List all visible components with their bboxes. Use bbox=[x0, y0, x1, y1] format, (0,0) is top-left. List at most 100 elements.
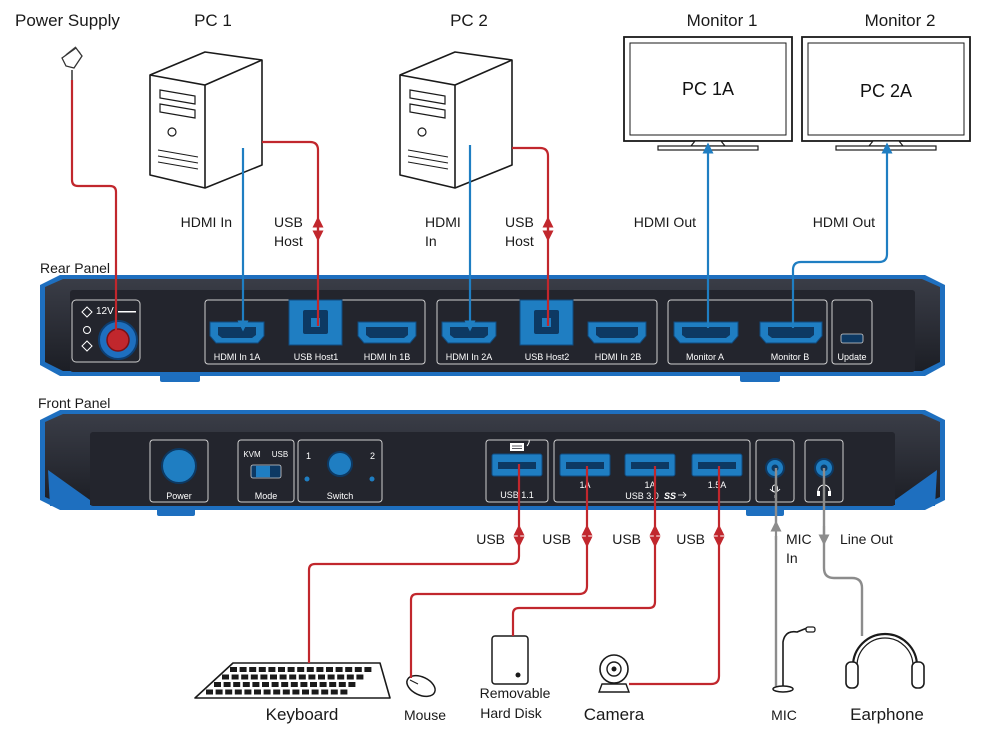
mouse-cable bbox=[409, 466, 589, 678]
keyboard-key bbox=[302, 689, 309, 695]
keyboard-key bbox=[326, 667, 333, 672]
keyboard-key bbox=[225, 689, 233, 695]
camera-cable bbox=[629, 466, 721, 686]
cables bbox=[70, 80, 893, 686]
usb-host2-port: USB Host2 bbox=[519, 299, 574, 362]
hdmi-in-1a-label: HDMI In 1A bbox=[214, 352, 261, 362]
disk-label-line1: Removable bbox=[480, 685, 551, 701]
line-out-label: Line Out bbox=[840, 531, 893, 547]
keyboard-key bbox=[223, 682, 231, 687]
usb-host2-label: USB Host2 bbox=[525, 352, 570, 362]
diagram-labels: Power Supply PC 1 PC 2 Monitor 1 Monitor… bbox=[15, 11, 935, 724]
keyboard-key bbox=[289, 674, 297, 680]
mode-switch[interactable]: KVM USB Mode bbox=[237, 439, 295, 503]
line-out-cable bbox=[822, 468, 864, 636]
usb30-label: USB 3.0 bbox=[625, 491, 659, 501]
hdmi-in-1a-port: HDMI In 1A bbox=[209, 321, 265, 362]
keyboard-key bbox=[278, 667, 285, 672]
monitor1-screen-text: PC 1A bbox=[682, 79, 734, 99]
keyboard-key bbox=[252, 682, 260, 687]
hdmi-out-2-label: HDMI Out bbox=[813, 214, 875, 230]
keyboard-key bbox=[233, 682, 241, 687]
earphone-label: Earphone bbox=[850, 705, 924, 724]
keyboard-key bbox=[340, 689, 348, 695]
keyboard-key bbox=[230, 667, 237, 672]
keyboard-key bbox=[335, 667, 343, 672]
usb-trident-icon bbox=[678, 491, 687, 499]
camera-icon bbox=[597, 654, 631, 693]
usb11-port: USB 1.1 bbox=[485, 439, 549, 503]
hdmi-in-2a-port: HDMI In 2A bbox=[441, 321, 497, 362]
disk-cable bbox=[511, 466, 657, 636]
mic-in-label-line1: MIC bbox=[786, 531, 812, 547]
pc1-hdmi-in-label: HDMI In bbox=[181, 214, 232, 230]
monitor-a-port: Monitor A bbox=[673, 321, 739, 362]
keyboard-key bbox=[354, 667, 362, 672]
mic-label: MIC bbox=[771, 707, 797, 723]
keyboard-icon bbox=[194, 662, 391, 699]
mouse-icon bbox=[406, 674, 436, 698]
keyboard-key bbox=[249, 667, 257, 672]
pc2-host-label: Host bbox=[505, 233, 534, 249]
power-rating-label: 12V bbox=[96, 306, 114, 317]
usb30-port-group: 1A 1A 1.5A USB 3.0 SS bbox=[553, 439, 751, 503]
keyboard-key bbox=[298, 674, 306, 680]
power-cable bbox=[70, 80, 122, 346]
hdmi-in-2b-port: HDMI In 2B bbox=[587, 321, 647, 362]
keyboard-key bbox=[258, 667, 266, 672]
keyboard-key bbox=[348, 682, 356, 687]
mode-kvm-label: KVM bbox=[243, 450, 261, 459]
disk-usb-label: USB bbox=[612, 531, 641, 547]
keyboard-key bbox=[287, 667, 295, 672]
power-label: Power bbox=[166, 491, 192, 501]
rear-panel: 12V HDMI In 1A USB Host1 HDMI In 1B bbox=[40, 275, 945, 382]
earphone-icon bbox=[845, 632, 925, 689]
pc1-usb-cable bbox=[262, 140, 320, 326]
keyboard-key bbox=[364, 667, 372, 672]
keyboard-key bbox=[308, 674, 316, 680]
usb11-label: USB 1.1 bbox=[500, 490, 534, 500]
keyboard-key bbox=[222, 674, 229, 680]
keyboard-key bbox=[273, 689, 281, 695]
hdmi-in-2a-label: HDMI In 2A bbox=[446, 352, 493, 362]
keyboard-usb-label: USB bbox=[476, 531, 505, 547]
monitor2-screen-text: PC 2A bbox=[860, 81, 912, 101]
keyboard-key bbox=[215, 689, 223, 695]
keyboard-key bbox=[300, 682, 308, 687]
switch-button[interactable]: 1 2 Switch bbox=[297, 439, 383, 503]
mouse-label: Mouse bbox=[404, 707, 446, 723]
front-panel: Power KVM USB Mode 1 2 Switch bbox=[40, 410, 945, 516]
keyboard-key bbox=[330, 689, 338, 695]
hdmi-out-1-label: HDMI Out bbox=[634, 214, 696, 230]
led-1 bbox=[304, 476, 310, 482]
keyboard-key bbox=[327, 674, 335, 680]
usb-host1-label: USB Host1 bbox=[294, 352, 339, 362]
rear-panel-label: Rear Panel bbox=[40, 260, 110, 276]
keyboard-key bbox=[231, 674, 239, 680]
mode-usb-label: USB bbox=[272, 450, 288, 459]
keyboard-key bbox=[319, 682, 327, 687]
usb-host1-port: USB Host1 bbox=[288, 299, 343, 362]
keyboard-key bbox=[290, 682, 298, 687]
keyboard-key bbox=[279, 674, 287, 680]
keyboard-key bbox=[214, 682, 221, 687]
keyboard-key bbox=[206, 689, 213, 695]
hdmi-in-2b-label: HDMI In 2B bbox=[595, 352, 642, 362]
keyboard-key bbox=[263, 689, 271, 695]
keyboard-key bbox=[260, 674, 268, 680]
keyboard-key bbox=[338, 682, 346, 687]
keyboard-key bbox=[250, 674, 258, 680]
pc2-label: PC 2 bbox=[450, 11, 488, 30]
usb30-port3-rating: 1.5A bbox=[708, 480, 727, 490]
monitor2-label: Monitor 2 bbox=[865, 11, 936, 30]
keyboard-key bbox=[242, 682, 250, 687]
keyboard-key bbox=[316, 667, 324, 672]
monitor2-icon: PC 2A bbox=[801, 36, 971, 151]
keyboard-key bbox=[282, 689, 290, 695]
keyboard-key bbox=[239, 667, 247, 672]
monitor-b-port: Monitor B bbox=[759, 321, 823, 362]
power-button[interactable]: Power bbox=[149, 439, 209, 503]
keyboard-key bbox=[346, 674, 354, 680]
keyboard-key bbox=[254, 689, 261, 695]
pc2-usb-cable bbox=[512, 146, 550, 326]
